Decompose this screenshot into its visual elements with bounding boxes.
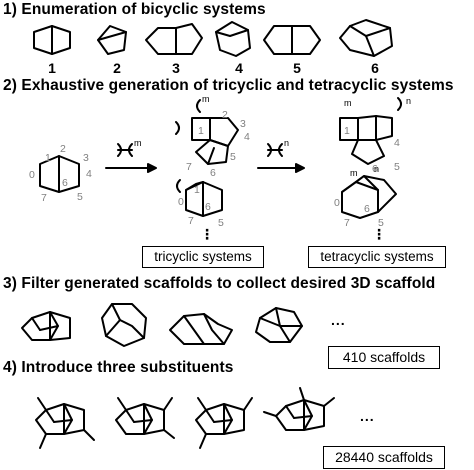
scaffolds-ellipsis: ... xyxy=(331,312,346,328)
top-atom-5: 5 xyxy=(230,151,236,163)
bottom-atom-0: 0 xyxy=(178,196,184,208)
section-1-title: 1) Enumeration of bicyclic systems xyxy=(3,1,266,18)
bracket-m-tetra: m xyxy=(344,98,352,108)
top-atom-7: 7 xyxy=(186,161,192,173)
tetra-bottom-atom-5: 5 xyxy=(378,217,384,229)
bottom-atom-6: 6 xyxy=(205,201,211,213)
atom-number-4: 4 xyxy=(86,168,92,180)
tetra-bottom-atom-7: 7 xyxy=(344,217,350,229)
bicyclic-structure-1 xyxy=(33,25,71,55)
section-2-title: 2) Exhaustive generation of tricyclic an… xyxy=(3,77,454,94)
bottom-atom-1: 1 xyxy=(194,184,200,196)
atom-number-6: 6 xyxy=(62,177,68,189)
tetra-bottom-atom-6: 6 xyxy=(364,203,370,215)
bracket-n-bottom: n xyxy=(374,164,379,174)
top-atom-2: 2 xyxy=(222,109,228,121)
tetra-atom-5: 5 xyxy=(394,161,400,173)
bottom-atom-5: 5 xyxy=(218,217,224,229)
substituted-scaffold-4 xyxy=(263,387,335,431)
bicyclic-label-6: 6 xyxy=(371,60,379,76)
bicyclic-structure-5 xyxy=(263,25,321,55)
tetracyclic-systems-box: tetracyclic systems xyxy=(308,246,446,268)
tetra-bottom-atom-0: 0 xyxy=(334,197,340,209)
bicyclic-structure-3 xyxy=(145,23,203,55)
top-atom-4: 4 xyxy=(244,131,250,143)
bicyclic-label-5: 5 xyxy=(293,60,301,76)
atom-number-5: 5 xyxy=(77,191,83,203)
atom-number-2: 2 xyxy=(60,143,66,155)
substituted-ellipsis: ... xyxy=(360,408,375,424)
substituted-count-box: 28440 scaffolds xyxy=(323,446,445,469)
tricyclic-structure-top: m 7 6 3 4 2 1 5 xyxy=(175,94,250,179)
bracket-m-label: m xyxy=(134,138,142,148)
bicyclic-label-4: 4 xyxy=(235,60,243,76)
tricyclic-structure-bottom: 0 7 6 5 1 xyxy=(176,179,224,229)
section-4-title: 4) Introduce three substituents xyxy=(3,359,234,376)
bicyclic-structure-6 xyxy=(339,19,393,57)
parent-atom-numbers: 0 1 2 3 4 5 6 7 xyxy=(29,143,92,204)
top-atom-6: 6 xyxy=(210,167,216,179)
tetra-atom-1: 1 xyxy=(344,125,350,137)
bicyclic-structure-4 xyxy=(215,21,251,57)
bracket-m-bottom: m xyxy=(350,168,358,178)
bicyclic-label-1: 1 xyxy=(48,60,56,76)
filtered-scaffold-3 xyxy=(169,313,233,345)
top-atom-1: 1 xyxy=(198,125,204,137)
bracket-n-label: n xyxy=(284,138,289,148)
arrow-n: n xyxy=(257,138,305,173)
bracket-n-top: n xyxy=(406,96,411,106)
scaffolds-count-box: 410 scaffolds xyxy=(328,346,440,369)
tetracyclic-structure-top: n m 4 6 5 1 xyxy=(339,96,411,175)
atom-number-1: 1 xyxy=(45,152,51,164)
tricyclic-more-dots: ⋮ xyxy=(200,226,215,242)
section-3-title: 3) Filter generated scaffolds to collect… xyxy=(3,275,436,292)
bicyclic-label-2: 2 xyxy=(113,60,121,76)
bicyclic-label-3: 3 xyxy=(172,60,180,76)
bracket-m-top: m xyxy=(202,94,210,104)
atom-number-7: 7 xyxy=(41,192,47,204)
tetra-atom-4: 4 xyxy=(394,137,400,149)
atom-number-3: 3 xyxy=(83,152,89,164)
bicyclic-structure-2 xyxy=(97,25,127,55)
tetra-atom-6: 6 xyxy=(372,163,378,175)
tetracyclic-structure-bottom: m n 0 7 6 5 xyxy=(334,164,397,229)
parent-bicycle xyxy=(39,155,80,193)
atom-number-0: 0 xyxy=(29,169,35,181)
arrow-m: m xyxy=(105,138,157,173)
substituted-scaffold-2 xyxy=(115,397,175,439)
filtered-scaffold-2 xyxy=(101,303,147,347)
tetracyclic-more-dots: ⋮ xyxy=(372,226,387,242)
substituted-scaffold-1 xyxy=(35,397,95,449)
tricyclic-systems-box: tricyclic systems xyxy=(142,246,264,268)
top-atom-3: 3 xyxy=(240,118,246,130)
filtered-scaffold-4 xyxy=(255,307,303,343)
filtered-scaffold-1 xyxy=(21,311,71,341)
bottom-atom-7: 7 xyxy=(188,215,194,227)
substituted-scaffold-3 xyxy=(195,397,253,449)
